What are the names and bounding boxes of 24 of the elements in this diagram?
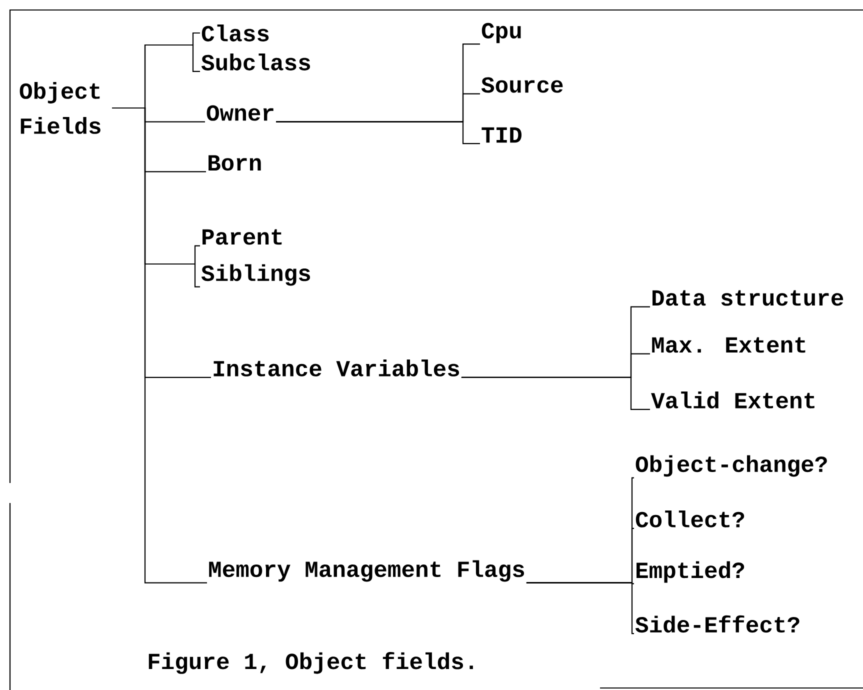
tree-line bbox=[276, 120, 480, 144]
field-label: Max. Extent bbox=[652, 337, 806, 353]
field-label: Parent bbox=[202, 229, 282, 245]
field-label: Memory Management Flags bbox=[209, 560, 524, 582]
field-label: Object Fields bbox=[20, 82, 100, 134]
tree-line bbox=[112, 107, 207, 584]
field-label: Siblings bbox=[201, 264, 310, 286]
field-label: Class bbox=[202, 24, 269, 42]
field-label: Subclass bbox=[201, 54, 310, 70]
tree-line bbox=[526, 582, 634, 634]
field-label: Instance Variables bbox=[214, 360, 459, 376]
tree-line bbox=[461, 376, 650, 410]
field-label: Valid Extent bbox=[651, 392, 814, 408]
field-label: Owner bbox=[206, 105, 274, 121]
field-label: Side-Effect? bbox=[635, 615, 800, 633]
field-label: Born bbox=[208, 155, 261, 171]
field-label: Data structure bbox=[652, 290, 844, 306]
field-label: Object-change? bbox=[636, 455, 827, 477]
field-label: Cpu bbox=[482, 22, 521, 44]
field-label: Source bbox=[481, 77, 563, 93]
field-label: Emptied? bbox=[636, 561, 744, 583]
figure-caption: Figure 1, Object fields. bbox=[148, 652, 473, 674]
field-label: Collect? bbox=[636, 510, 744, 528]
field-label: TID bbox=[482, 127, 522, 143]
